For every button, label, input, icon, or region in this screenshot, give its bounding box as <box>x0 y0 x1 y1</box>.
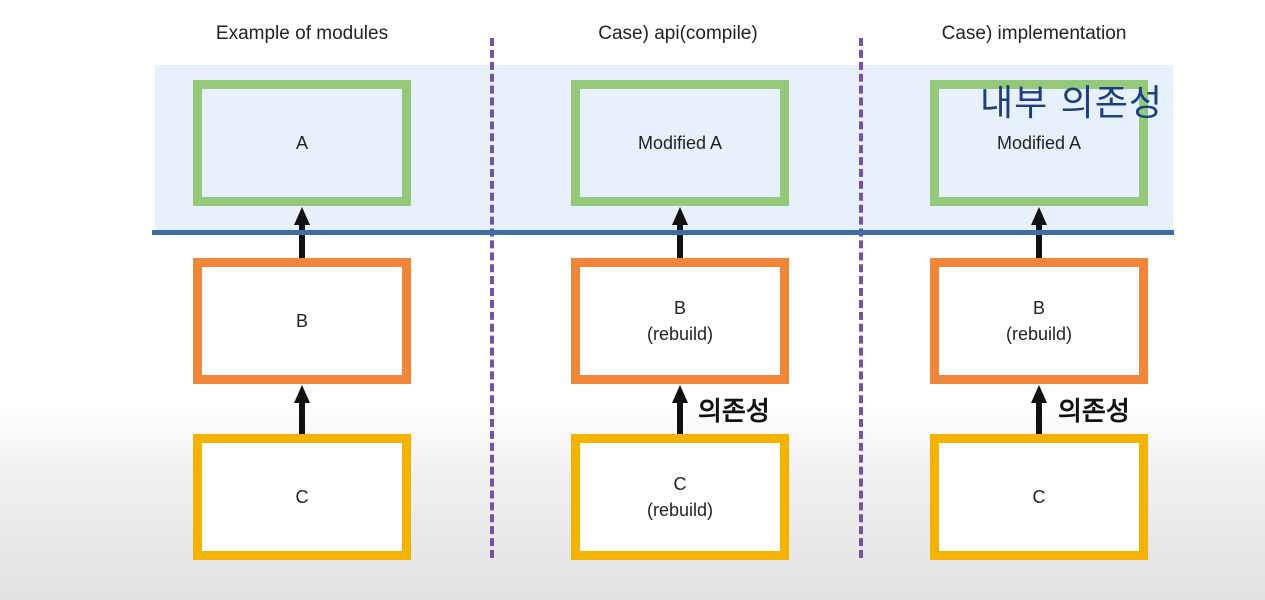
module-c-label: C <box>1032 487 1046 507</box>
dependency-label: 의존성 <box>1058 397 1130 427</box>
module-c-label: C <box>295 487 309 507</box>
module-modified-a: Modified A <box>930 80 1148 206</box>
module-c-rebuild: C (rebuild) <box>571 434 789 560</box>
module-b: B <box>193 258 411 384</box>
module-b-label: B <box>295 311 308 331</box>
arrow-up-icon <box>1031 207 1047 258</box>
module-b-label: B <box>673 298 686 318</box>
column-divider-1 <box>490 38 494 558</box>
module-b-rebuild-label: (rebuild) <box>646 324 714 344</box>
module-c: C <box>193 434 411 560</box>
arrow-up-icon <box>672 207 688 258</box>
module-b-rebuild-label: (rebuild) <box>1005 324 1073 344</box>
internal-dependency-annotation: 내부 의존성 <box>980 83 1164 124</box>
module-modified-a-label: Modified A <box>996 133 1082 153</box>
module-a-label: A <box>295 133 308 153</box>
header-example-of-modules: Example of modules <box>215 23 389 44</box>
arrow-up-icon <box>672 385 688 434</box>
module-c-label: C <box>673 474 687 494</box>
arrow-up-icon <box>294 207 310 258</box>
module-b-rebuild: B (rebuild) <box>571 258 789 384</box>
dependency-label: 의존성 <box>698 397 770 427</box>
module-b-rebuild: B (rebuild) <box>930 258 1148 384</box>
header-case-api: Case) api(compile) <box>598 23 758 44</box>
module-b-label: B <box>1032 298 1045 318</box>
arrow-up-icon <box>294 385 310 434</box>
module-a: A <box>193 80 411 206</box>
dependency-boundary-line <box>152 230 1174 235</box>
module-c-rebuild-label: (rebuild) <box>646 500 714 520</box>
column-divider-2 <box>859 38 863 558</box>
upper-layer-band <box>155 65 1173 235</box>
arrow-up-icon <box>1031 385 1047 434</box>
module-c: C <box>930 434 1148 560</box>
header-case-implementation: Case) implementation <box>941 23 1127 44</box>
module-modified-a: Modified A <box>571 80 789 206</box>
module-modified-a-label: Modified A <box>637 133 723 153</box>
